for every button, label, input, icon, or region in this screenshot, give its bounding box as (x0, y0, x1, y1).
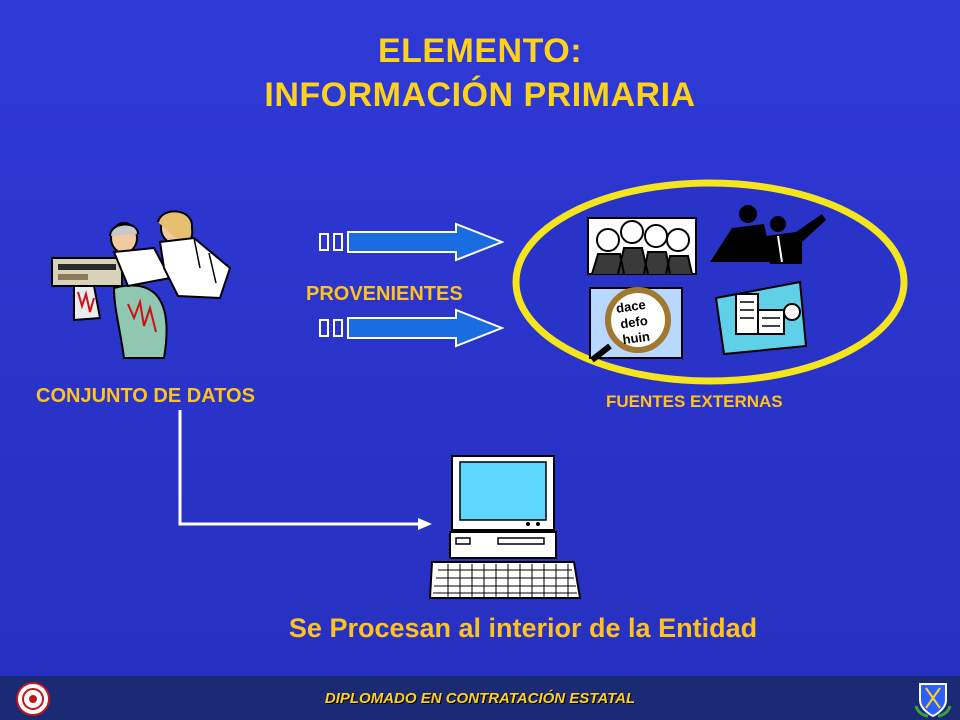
computer-icon (428, 455, 582, 599)
external-sources-group: dace defo huin (512, 179, 908, 385)
slide-canvas: ELEMENTO: INFORMACIÓN PRIMARIA PROVENIEN… (36, 32, 908, 643)
slide-title-line2: INFORMACIÓN PRIMARIA (264, 76, 696, 114)
arrow-top-icon (319, 222, 504, 262)
label-conjunto-datos: CONJUNTO DE DATOS (36, 385, 255, 407)
connector-arrow (178, 410, 432, 530)
businessmen-icon (710, 205, 826, 264)
magnifier-document-icon: dace defo huin (589, 287, 683, 363)
label-provenientes: PROVENIENTES (306, 283, 463, 305)
footer-title: DIPLOMADO EN CONTRATACIÓN ESTATAL (324, 690, 636, 707)
people-group-icon (587, 217, 697, 275)
stamp-text-1: dace (615, 297, 646, 316)
buildings-icon (714, 280, 808, 356)
right-shield-icon (914, 683, 952, 718)
label-procesan: Se Procesan al interior de la Entidad (288, 613, 758, 643)
stamp-text-2: defo (619, 313, 648, 332)
left-seal-icon (16, 682, 50, 716)
arrow-bottom-icon (319, 308, 504, 348)
label-fuentes-externas: FUENTES EXTERNAS (606, 392, 783, 411)
stamp-text-3: huin (622, 329, 651, 348)
footer-bar: DIPLOMADO EN CONTRATACIÓN ESTATAL (0, 676, 960, 720)
scientists-clipart (51, 210, 232, 359)
slide-title-line1: ELEMENTO: (377, 32, 583, 70)
